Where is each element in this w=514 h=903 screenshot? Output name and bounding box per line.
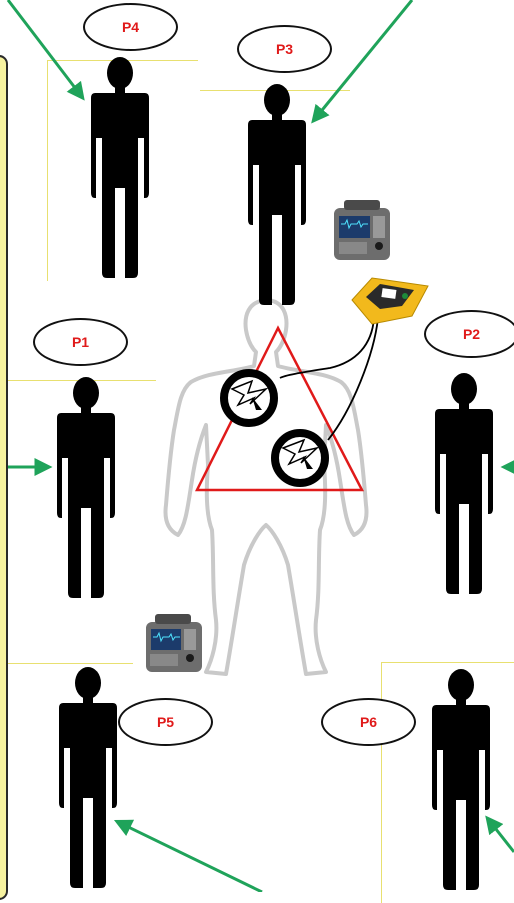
- pad-cable-lower: [327, 317, 379, 441]
- defibrillator-monitor-icon: [334, 200, 390, 260]
- person-p5: [59, 667, 117, 888]
- lightning-bolt-icon: [220, 369, 278, 427]
- arrow-to-p3: [311, 0, 414, 124]
- aed-device-icon: [351, 277, 429, 325]
- label-p1: P1: [33, 318, 128, 366]
- label-p3: P3: [237, 25, 332, 73]
- person-p1: [57, 377, 115, 598]
- person-p4: [91, 57, 149, 278]
- arrow-to-p6: [485, 815, 514, 853]
- person-p6: [432, 669, 490, 890]
- label-p5: P5: [118, 698, 213, 746]
- frame-line-p5: [8, 663, 133, 665]
- arrow-to-p4: [6, 0, 85, 101]
- person-p3: [248, 84, 306, 305]
- lightning-bolt-icon: [271, 429, 329, 487]
- label-p2: P2: [424, 310, 514, 358]
- arrow-to-p5: [113, 819, 263, 892]
- label-p4: P4: [83, 3, 178, 51]
- label-p6: P6: [321, 698, 416, 746]
- pad-cable-upper: [279, 317, 375, 379]
- frame-line-p6: [381, 662, 514, 903]
- patient-body-outline: [163, 298, 369, 676]
- defibrillator-monitor-icon: [146, 614, 202, 672]
- person-p2: [435, 373, 493, 594]
